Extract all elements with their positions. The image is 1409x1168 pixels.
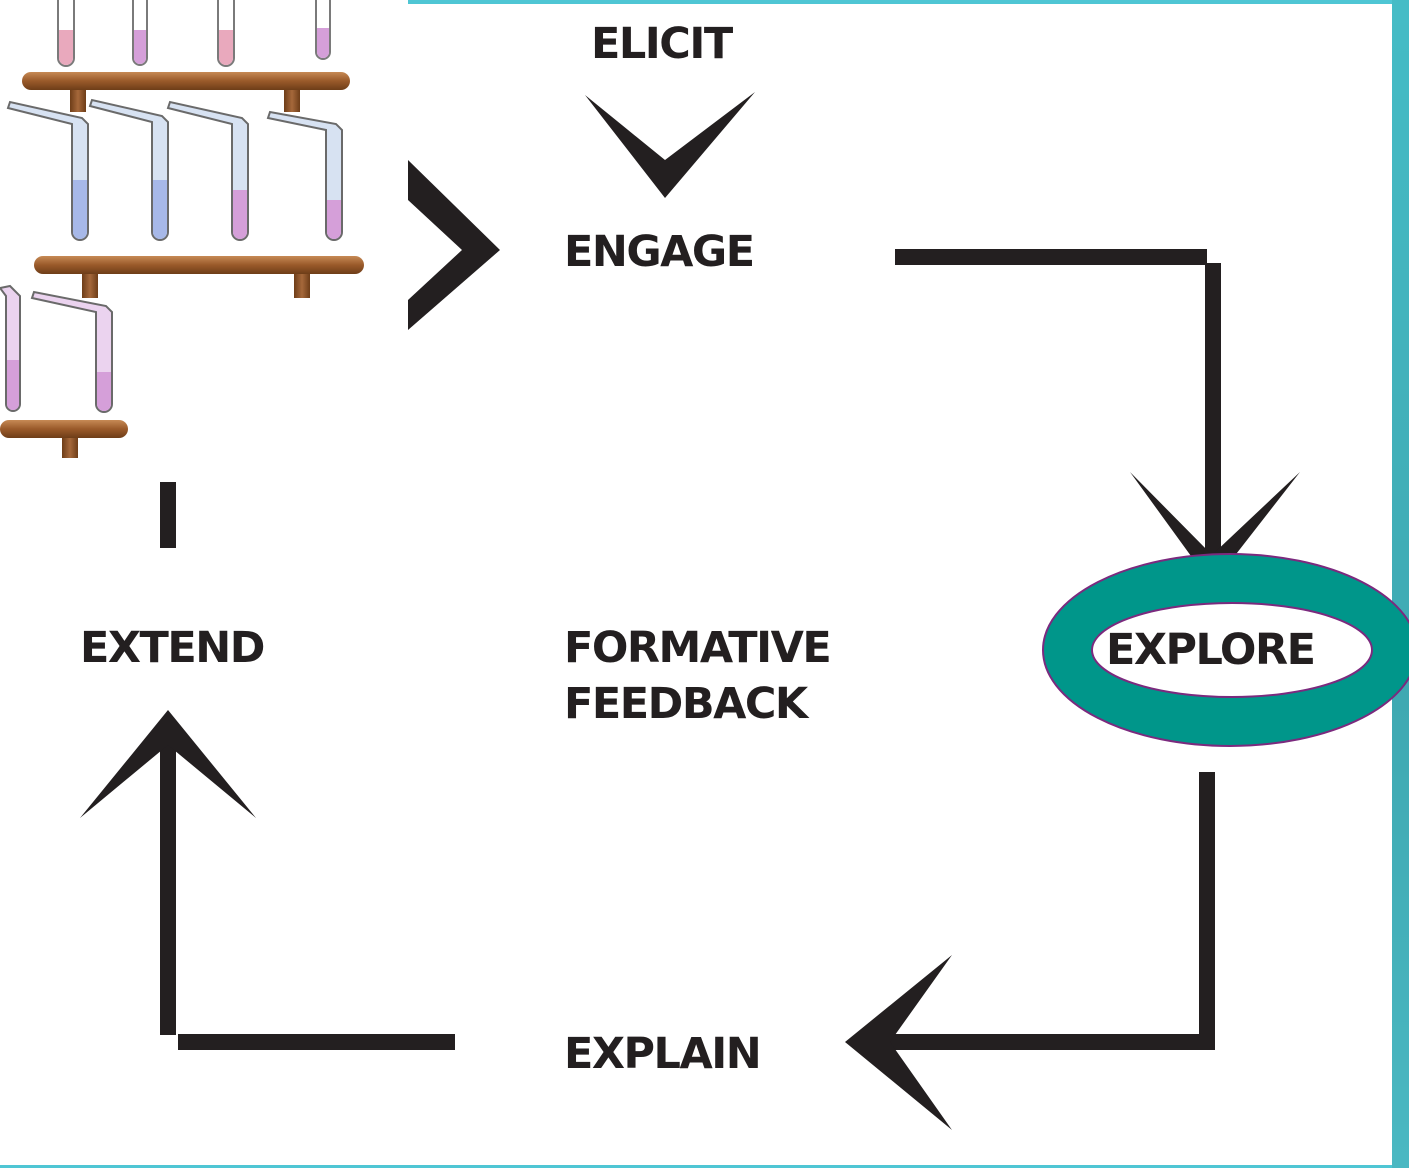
engage-to-explore-arrow (895, 249, 1300, 585)
top-shelf (22, 72, 350, 112)
extend-label: EXTEND (80, 623, 265, 673)
frame-right-border (1392, 0, 1409, 1168)
explore-to-explain-arrow (845, 772, 1215, 1130)
elicit-to-engage-arrow (585, 92, 755, 198)
engage-label: ENGAGE (564, 227, 755, 277)
explore-highlight-ring (1042, 553, 1409, 747)
explain-to-extend-arrow (80, 710, 455, 1050)
explain-label: EXPLAIN (564, 1029, 762, 1079)
explore-label: EXPLORE (1106, 625, 1316, 675)
extend-to-engage-line (160, 482, 176, 548)
formative-label: FORMATIVE (564, 623, 832, 673)
elicit-label: ELICIT (591, 19, 733, 69)
middle-shelf (34, 256, 364, 298)
bottom-shelf (0, 420, 128, 458)
test-tube-rack-icon (0, 0, 408, 480)
feedback-label: FEEDBACK (564, 679, 808, 729)
top-row-tubes (57, 0, 331, 67)
frame-top-border (0, 0, 1409, 4)
extend-to-engage-arrowhead (408, 160, 500, 330)
middle-row-tubes (6, 98, 343, 241)
bottom-row-tubes (0, 284, 113, 413)
